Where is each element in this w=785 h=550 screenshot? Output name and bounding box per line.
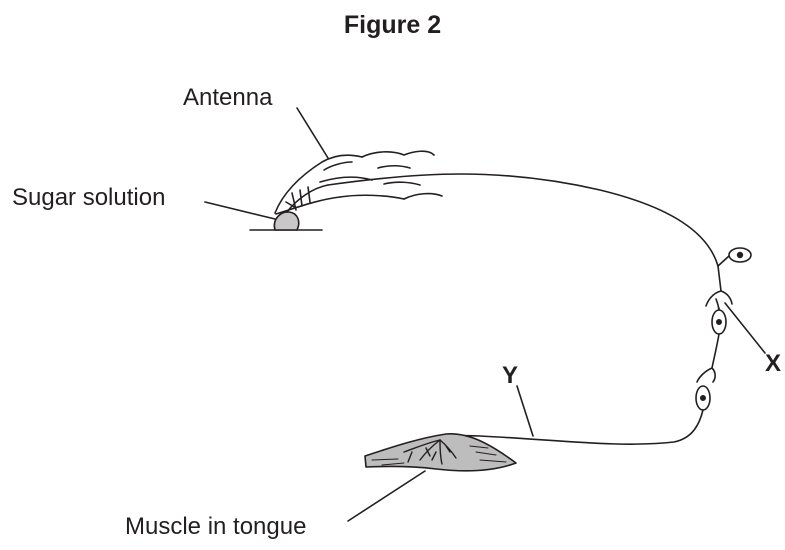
motor-neuron-body <box>696 386 710 410</box>
relay-neuron-body <box>712 308 726 334</box>
antenna <box>275 151 442 214</box>
sugar-leader-line <box>205 202 275 219</box>
cell-body-top <box>718 248 751 266</box>
sugar-droplet <box>274 212 298 230</box>
y-leader-line <box>517 386 533 436</box>
sensory-axon <box>328 174 721 291</box>
antenna-leader-line <box>297 108 328 158</box>
synapse-2 <box>697 368 715 382</box>
x-leader-line <box>725 303 765 353</box>
muscle-leader-line <box>348 471 425 521</box>
relay-axon <box>712 334 719 368</box>
motor-axon-y <box>440 410 703 444</box>
